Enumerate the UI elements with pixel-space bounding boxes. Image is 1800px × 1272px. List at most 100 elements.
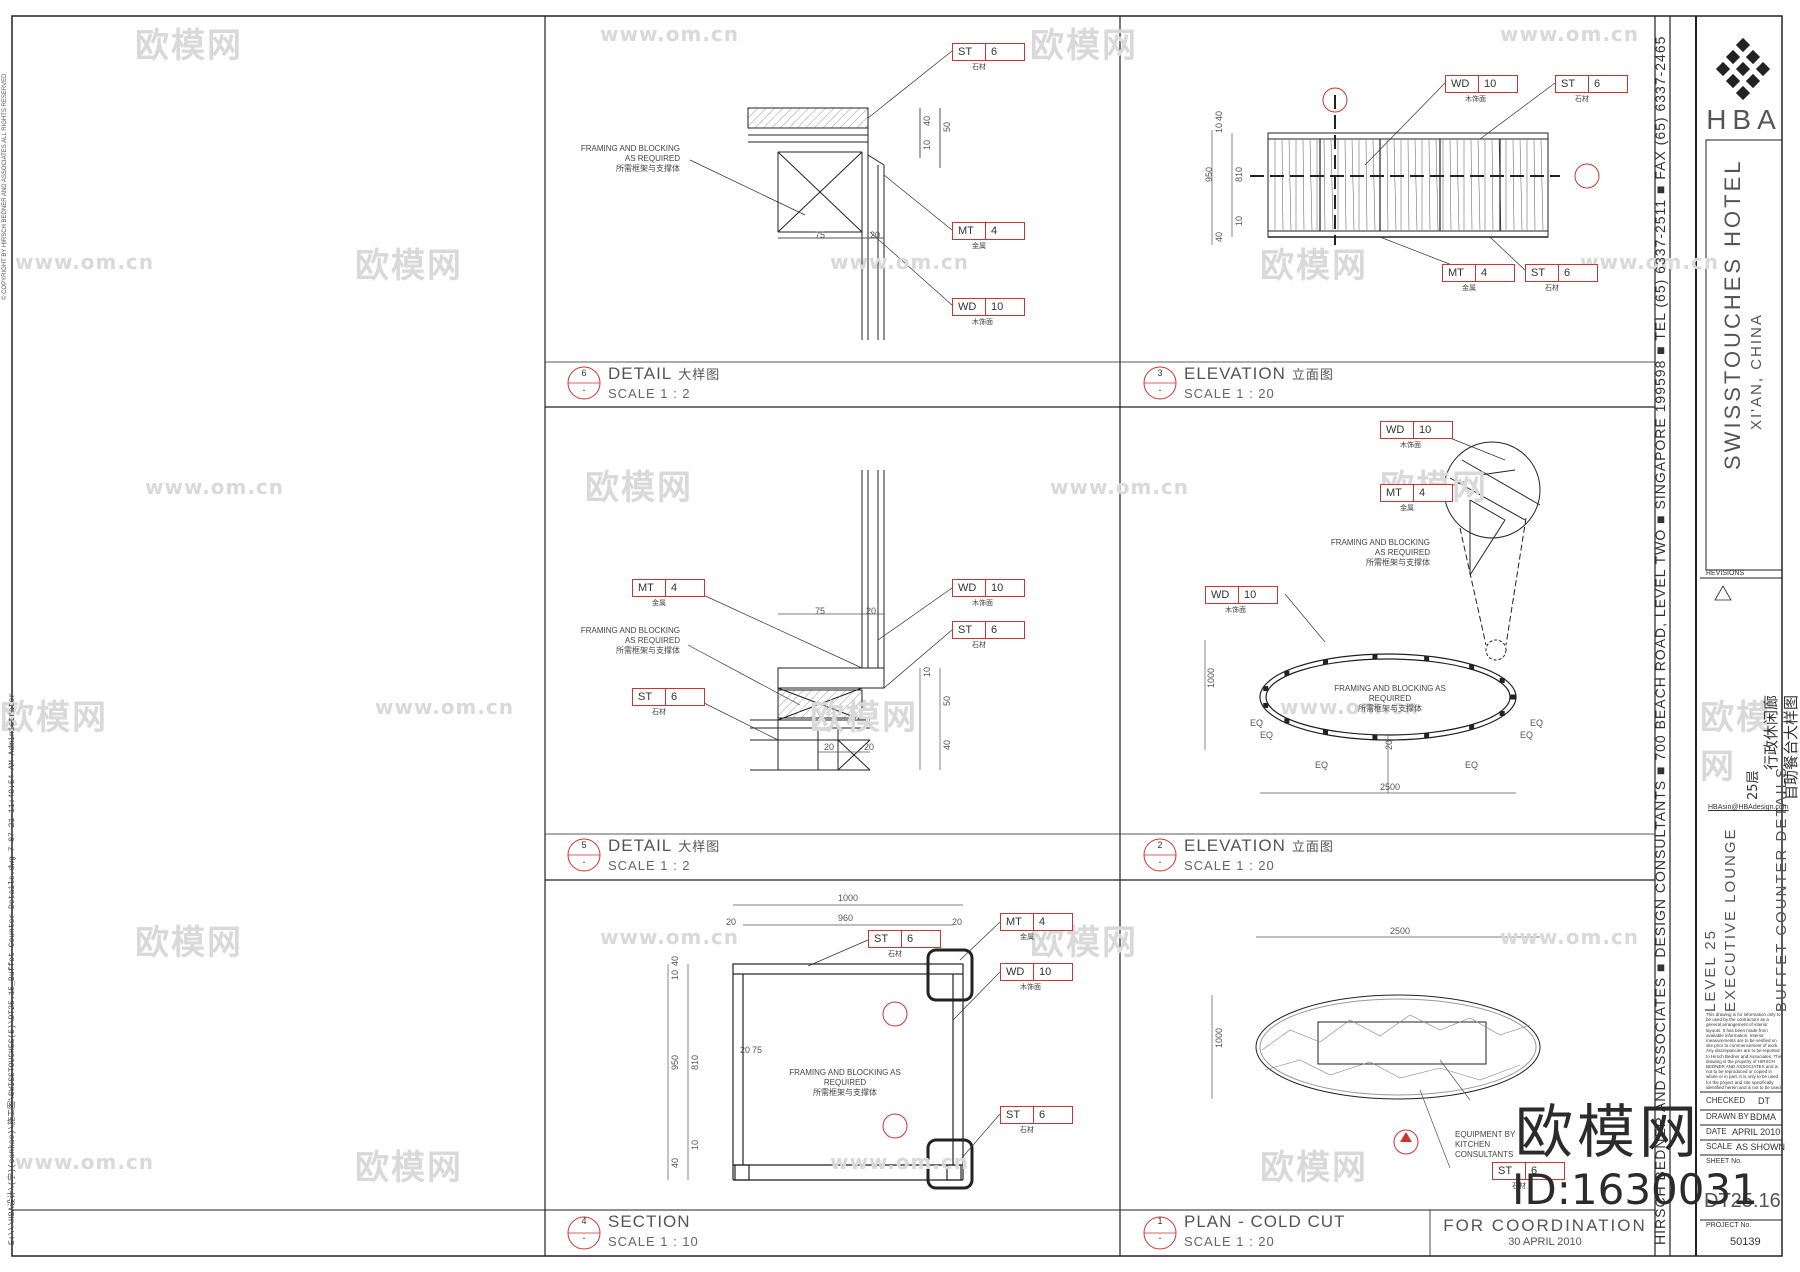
material-tag: ST 6 <box>868 930 941 948</box>
drawing-name-label: BUFFET COUNTER DETAILS <box>1773 766 1790 1012</box>
date-value: APRIL 2010 <box>1732 1127 1781 1137</box>
dimension-label: 20 <box>726 917 737 927</box>
material-tag: WD 10 <box>1380 421 1453 439</box>
material-code: ST <box>1493 1163 1526 1179</box>
material-number: 6 <box>1531 1165 1538 1177</box>
dimension-label: 1000 <box>1214 1027 1224 1048</box>
panel-ref-sheet: - <box>1158 385 1162 395</box>
panel-ref-number: 4 <box>581 1216 587 1226</box>
dimension-label: 40 <box>670 955 680 966</box>
date-label: DATE <box>1706 1127 1727 1136</box>
material-code: ST <box>869 931 902 947</box>
material-subtitle: 木饰面 <box>1020 983 1041 991</box>
area-label: EXECUTIVE LOUNGE <box>1722 827 1739 1012</box>
dimension-label: 20 <box>1384 739 1394 750</box>
material-subtitle: 石材 <box>1545 284 1559 292</box>
dimension-label: 50 <box>942 121 952 132</box>
material-code: ST <box>1556 76 1589 92</box>
material-subtitle: 石材 <box>1512 1182 1526 1190</box>
dimension-label: EQ <box>1465 760 1479 770</box>
material-subtitle: 金属 <box>1400 504 1414 512</box>
dimension-label: 50 <box>942 695 952 706</box>
panel-title-cn: 立面图 <box>1291 840 1334 855</box>
dimension-label: 950 <box>1204 166 1214 182</box>
dimension-label: 20 <box>866 606 877 616</box>
material-tag: ST 6 <box>1492 1162 1565 1180</box>
panel-scale: SCALE 1 : 20 <box>1184 386 1275 401</box>
project-no-value: 50139 <box>1730 1236 1761 1248</box>
material-subtitle: 石材 <box>888 950 902 958</box>
dimension-label: 10 <box>1214 122 1224 133</box>
panel-ref-number: 6 <box>581 368 587 378</box>
material-code: WD <box>953 299 986 315</box>
material-number: 6 <box>907 933 914 945</box>
drawn-label: DRAWN BY <box>1706 1112 1749 1121</box>
material-number: 6 <box>671 691 678 703</box>
material-code: WD <box>1381 422 1414 438</box>
panel-title-text: PLAN - COLD CUT <box>1184 1212 1346 1231</box>
file-path-label: E:\\\HBA设计\(宁)(cankao)\施工图\SWISSTOUCHES(… <box>8 692 17 1245</box>
material-tag: ST 6 <box>1555 75 1628 93</box>
material-code: WD <box>1446 76 1479 92</box>
dimension-label: 10 <box>1234 215 1244 226</box>
firm-address-strip: HIRSCH BEDNER AND ASSOCIATES ■ DESIGN CO… <box>1652 35 1668 1245</box>
sheet-no-label: SHEET No. <box>1706 1158 1743 1165</box>
panel-ref-sheet: - <box>582 385 586 395</box>
material-code: WD <box>953 580 986 596</box>
material-subtitle: 石材 <box>1020 1126 1034 1134</box>
material-number: 6 <box>991 624 998 636</box>
material-subtitle: 木饰面 <box>1400 441 1421 449</box>
dimension-label: EQ <box>1520 730 1534 740</box>
panel-scale: SCALE 1 : 20 <box>1184 858 1275 873</box>
material-number: 6 <box>1594 78 1601 90</box>
panel-title-text: ELEVATION <box>1184 836 1286 855</box>
dimension-label: 1000 <box>1206 667 1216 688</box>
revisions-label: REVISIONS <box>1706 570 1745 577</box>
for-coordination-stamp: FOR COORDINATION 30 APRIL 2010 <box>1443 1216 1647 1248</box>
drawing-cn-label: 自助餐台大样图 <box>1782 694 1800 800</box>
dimension-label: 960 <box>838 913 854 923</box>
dimension-label: 10 <box>922 666 932 677</box>
dimension-label: 20 <box>870 230 881 240</box>
material-code: ST <box>1526 265 1559 281</box>
material-number: 10 <box>1419 424 1432 436</box>
dimension-label: 950 <box>670 1054 680 1070</box>
material-subtitle: 金属 <box>652 599 666 607</box>
material-subtitle: 金属 <box>1462 284 1476 292</box>
material-number: 4 <box>1419 487 1426 499</box>
material-code: ST <box>633 689 666 705</box>
material-code: MT <box>1381 485 1414 501</box>
scale-label: SCALE <box>1706 1142 1733 1151</box>
material-code: WD <box>1001 964 1034 980</box>
material-code: MT <box>633 580 666 596</box>
dimension-label: 20 <box>740 1045 751 1055</box>
panel-title-text: ELEVATION <box>1184 364 1286 383</box>
checked-value: DT <box>1758 1096 1770 1106</box>
panel-scale: SCALE 1 : 2 <box>608 858 691 873</box>
project-no-label: PROJECT No. <box>1706 1222 1752 1229</box>
dimension-label: EQ <box>1530 718 1544 728</box>
panel-scale: SCALE 1 : 20 <box>1184 1234 1275 1249</box>
dimension-label: 40 <box>922 115 932 126</box>
dimension-label: 75 <box>815 230 826 240</box>
material-subtitle: 木饰面 <box>972 318 993 326</box>
dimension-label: 2500 <box>1380 782 1401 792</box>
dimension-label: 810 <box>690 1054 700 1070</box>
